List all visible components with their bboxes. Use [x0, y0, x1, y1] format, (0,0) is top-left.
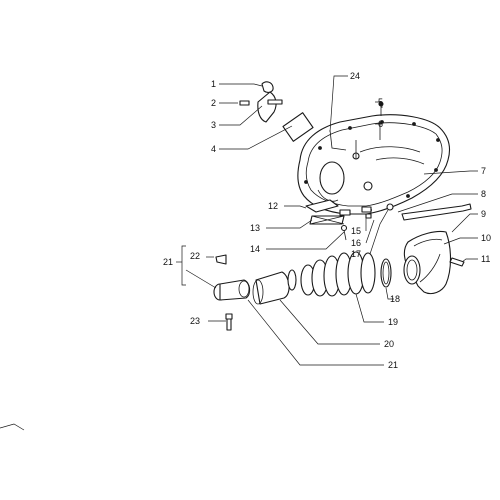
- bellows: [300, 251, 376, 297]
- callout-22: 22: [190, 251, 200, 261]
- transmission-cover: [297, 114, 451, 215]
- callout-4: 4: [211, 144, 216, 154]
- callout-6: 6: [378, 119, 383, 129]
- leader-lines: [0, 75, 478, 431]
- callout-2: 2: [211, 98, 216, 108]
- callout-16: 16: [351, 238, 361, 248]
- callout-7: 7: [481, 166, 486, 176]
- gaskets: [305, 122, 394, 241]
- callout-8: 8: [481, 189, 486, 199]
- callout-5: 5: [378, 97, 383, 107]
- spring: [282, 112, 314, 142]
- callout-18: 18: [390, 294, 400, 304]
- callout-15: 15: [351, 226, 361, 236]
- callout-11: 11: [481, 254, 490, 264]
- callout-3: 3: [211, 120, 216, 130]
- air-intake-duct: [403, 230, 452, 295]
- callout-24: 24: [350, 71, 360, 81]
- callout-labels: 1 2 3 4 24 5 6 7 8 9 10 11 12 13 14 15 1…: [163, 71, 491, 370]
- callout-1: 1: [211, 79, 216, 89]
- callout-12: 12: [268, 201, 278, 211]
- callout-9: 9: [481, 209, 486, 219]
- callout-21-lower: 21: [388, 360, 398, 370]
- callout-23: 23: [190, 316, 200, 326]
- callout-10: 10: [481, 233, 491, 243]
- callout-17: 17: [351, 249, 361, 259]
- callout-21-group: 21: [163, 257, 173, 267]
- callout-14: 14: [250, 244, 260, 254]
- callout-19: 19: [388, 317, 398, 327]
- bracket: [401, 203, 472, 221]
- small-parts-top: [239, 81, 347, 151]
- hose-assembly: [213, 101, 465, 331]
- callout-13: 13: [250, 223, 260, 233]
- callout-20: 20: [384, 339, 394, 349]
